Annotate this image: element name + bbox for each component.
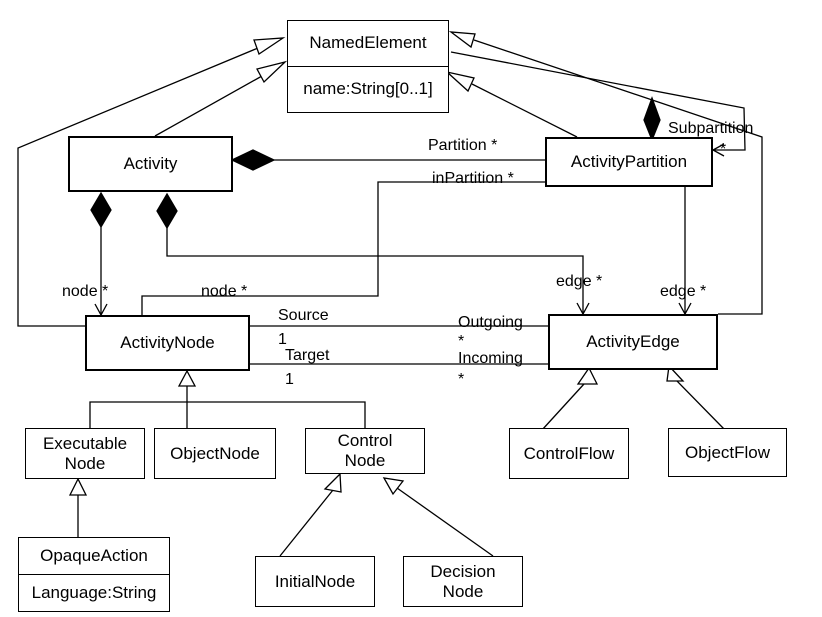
- generalization-arrowhead: [444, 70, 475, 93]
- generalization-arrowhead: [323, 472, 342, 493]
- label-inpartition: inPartition *: [432, 170, 514, 187]
- label-target: Target: [285, 347, 330, 364]
- label-subpartition: Subpartition: [668, 120, 754, 137]
- class-namedelement: NamedElement name:String[0..1]: [287, 20, 449, 113]
- generalization-decisionnode: [396, 487, 494, 557]
- generalization-activity-namedelement: [154, 75, 263, 137]
- class-opaqueaction: OpaqueAction Language:String: [18, 537, 170, 612]
- label-incoming-multiplicity: *: [458, 371, 465, 388]
- class-objectflow: ObjectFlow: [668, 428, 787, 477]
- partition-composition-diamond: [230, 149, 276, 171]
- class-namedelement-attribute: name:String[0..1]: [303, 79, 433, 99]
- class-activity: Activity: [68, 136, 233, 192]
- class-activitypartition: ActivityPartition: [545, 137, 713, 187]
- label-partition-edge-role: edge *: [660, 283, 707, 300]
- class-namedelement-name: NamedElement: [288, 21, 448, 67]
- generalization-arrowhead: [253, 37, 286, 56]
- class-controlnode: Control Node: [305, 428, 425, 474]
- subpartition-composition-diamond: [643, 96, 661, 142]
- generalization-initialnode: [279, 489, 334, 557]
- label-source-multiplicity: 1: [278, 331, 287, 348]
- label-subpartition-multiplicity: *: [720, 141, 727, 158]
- activity-edge-composition-diamond: [156, 192, 178, 230]
- class-opaqueaction-name: OpaqueAction: [19, 538, 169, 575]
- generalization-arrowhead: [177, 369, 197, 387]
- class-activitynode: ActivityNode: [85, 315, 250, 371]
- label-target-multiplicity: 1: [285, 371, 294, 388]
- class-activityedge: ActivityEdge: [548, 314, 718, 370]
- generalization-partition-namedelement: [471, 83, 578, 138]
- generalization-tree-nodes: [89, 401, 366, 430]
- generalization-arrowhead: [382, 477, 405, 496]
- label-source: Source: [278, 307, 329, 324]
- generalization-arrowhead: [68, 477, 88, 496]
- activity-node-composition-diamond: [90, 191, 112, 229]
- generalization-activitynode-namedelement: [17, 47, 259, 327]
- class-decisionnode: Decision Node: [403, 556, 523, 607]
- label-incoming: Incoming: [458, 350, 523, 367]
- generalization-activityedge-namedelement: [473, 39, 763, 315]
- activity-edge-composition: [166, 228, 584, 314]
- generalization-arrowhead: [448, 31, 476, 49]
- class-opaqueaction-attribute: Language:String: [31, 582, 157, 602]
- subpartition-arrowhead: [711, 143, 725, 157]
- label-partition-node-role: node *: [201, 283, 248, 300]
- class-executablenode: Executable Node: [25, 428, 145, 479]
- subpartition-association: [450, 51, 746, 151]
- class-controlflow: ControlFlow: [509, 428, 629, 479]
- generalization-arrowhead: [256, 60, 288, 84]
- generalization-arrowhead: [576, 366, 599, 385]
- generalization-objectflow: [675, 379, 726, 431]
- inpartition-association: [141, 181, 546, 316]
- label-activity-edge-role: edge *: [556, 273, 603, 290]
- label-outgoing-multiplicity: *: [458, 333, 465, 350]
- class-initialnode: InitialNode: [255, 556, 375, 607]
- class-objectnode: ObjectNode: [154, 428, 276, 479]
- label-partition: Partition *: [428, 137, 498, 154]
- label-outgoing: Outgoing: [458, 314, 523, 331]
- generalization-controlflow: [541, 383, 585, 431]
- label-activity-node-role: node *: [62, 283, 109, 300]
